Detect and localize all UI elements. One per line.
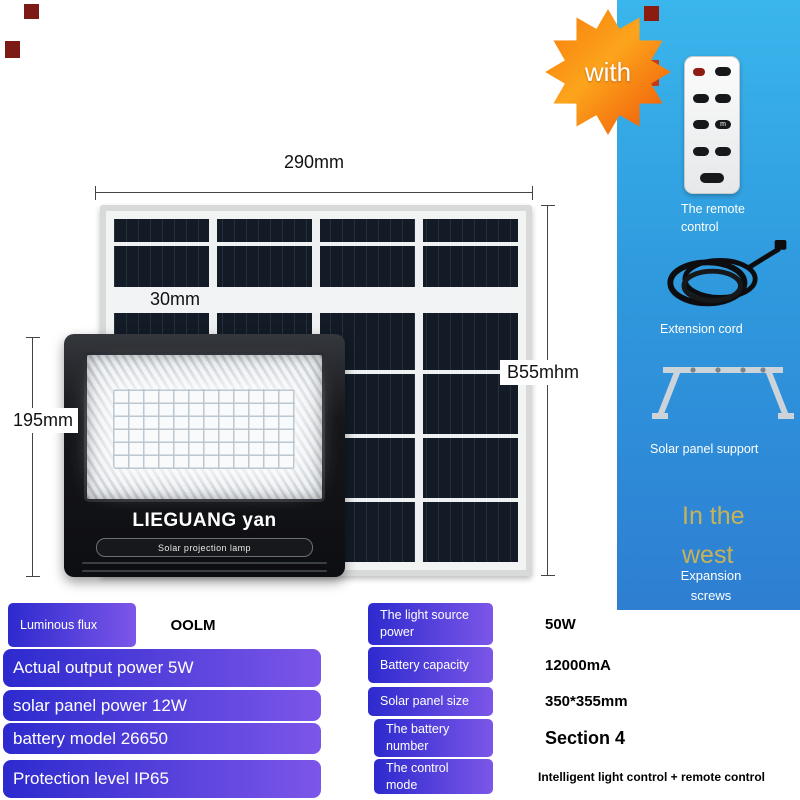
spec-label-control-mode: The control mode	[374, 759, 493, 794]
spec-value-battery-capacity: 12000mA	[545, 656, 611, 674]
remote-m-button: m	[715, 120, 731, 129]
starburst-badge	[545, 9, 671, 135]
spec-label-light-source-power: The light source power	[368, 603, 493, 645]
spec-label-battery-model: battery model 26650	[3, 723, 321, 754]
expansion-screws-label: Expansion screws	[680, 568, 742, 603]
lamp-vent-line	[82, 562, 327, 564]
lamp-brand: LIEGUANG yan	[132, 510, 277, 531]
flood-light-image: LIEGUANG yan Solar projection lamp	[64, 334, 345, 577]
dimension-line-width	[95, 186, 533, 200]
spec-label-battery-capacity: Battery capacity	[368, 647, 493, 683]
dimension-width-label: 290mm	[283, 152, 345, 172]
decor-square	[5, 41, 20, 58]
spec-value-solar-panel-size: 350*355mm	[545, 693, 628, 710]
solar-panel-support-image	[652, 367, 794, 419]
remote-power-button	[693, 67, 705, 76]
extension-cord-image	[667, 239, 787, 307]
decor-square	[644, 6, 659, 21]
dimension-side-label: B55mhm	[500, 360, 587, 385]
spec-label-text: Solar panel size	[380, 694, 469, 709]
remote-button	[693, 146, 709, 156]
panel-mount-strip	[114, 287, 518, 313]
lamp-subtitle-pill: Solar projection lamp	[96, 538, 313, 557]
remote-button	[693, 93, 709, 103]
extension-cord-label: Extension cord	[660, 322, 743, 336]
spec-value-light-source-power: 50W	[545, 615, 576, 633]
spec-label-protection-level: Protection level IP65	[3, 760, 321, 798]
region-text: In the west	[682, 502, 745, 569]
spec-label-luminous-flux: Luminous flux	[8, 603, 136, 647]
spec-value-luminous-flux: OOLM	[170, 616, 216, 634]
remote-control-label: The remote control	[681, 202, 745, 235]
dimension-line-lamp-height	[26, 337, 40, 577]
led-array	[113, 389, 295, 469]
decor-square	[24, 4, 39, 19]
spec-label-solar-panel-power: solar panel power 12W	[3, 690, 321, 721]
with-badge-label: with	[584, 56, 632, 87]
remote-button	[715, 93, 731, 103]
spec-label-battery-number: The battery number	[374, 719, 493, 757]
remote-control-image: m	[684, 56, 740, 194]
dimension-strip-label: 30mm	[150, 289, 201, 309]
remote-button	[715, 67, 731, 76]
spec-value-control-mode: Intelligent light control + remote contr…	[538, 769, 766, 784]
remote-button	[700, 173, 724, 183]
remote-button	[693, 120, 709, 129]
spec-label-solar-panel-size: Solar panel size	[368, 687, 493, 716]
solar-panel-support-label: Solar panel support	[650, 442, 759, 456]
remote-button	[715, 146, 731, 156]
dimension-line-side	[541, 205, 555, 576]
lamp-reflector	[84, 352, 325, 502]
spec-label-actual-output-power: Actual output power 5W	[3, 649, 321, 687]
dimension-lamp-height-label: 195mm	[8, 408, 79, 433]
lamp-vent-line	[82, 570, 327, 572]
spec-value-battery-number: Section 4	[545, 727, 626, 748]
